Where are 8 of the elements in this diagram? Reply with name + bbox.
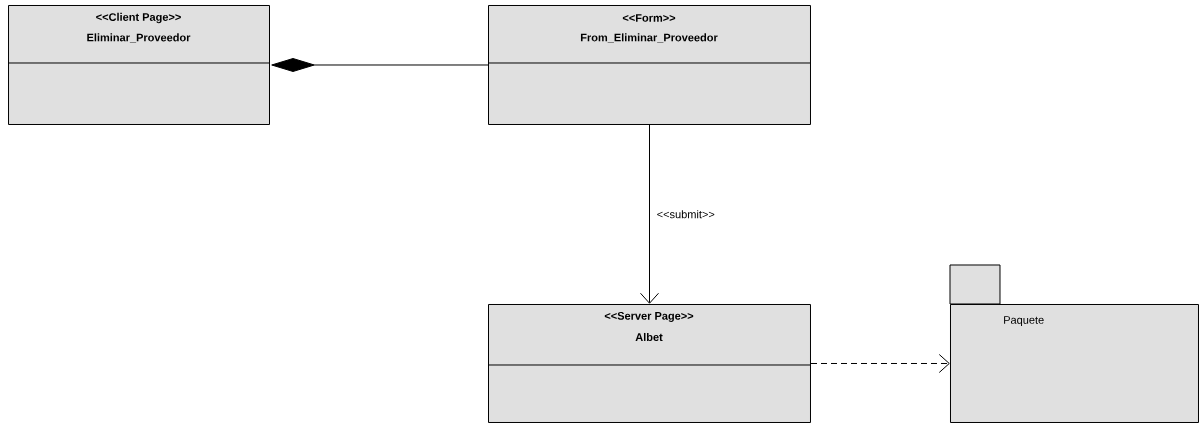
composition-line: [271, 58, 489, 72]
class-box: <<Server Page>> Albet: [487, 304, 811, 423]
class-box: <<Client Page>> Eliminar_Proveedor: [7, 5, 270, 125]
package-box: Paquete: [949, 264, 1199, 423]
arrow: [810, 354, 950, 373]
arrow: [640, 124, 659, 304]
edge-label: <<submit>>: [655, 209, 716, 220]
class-box: <<Form>> From_Eliminar_Proveedor: [487, 5, 811, 125]
